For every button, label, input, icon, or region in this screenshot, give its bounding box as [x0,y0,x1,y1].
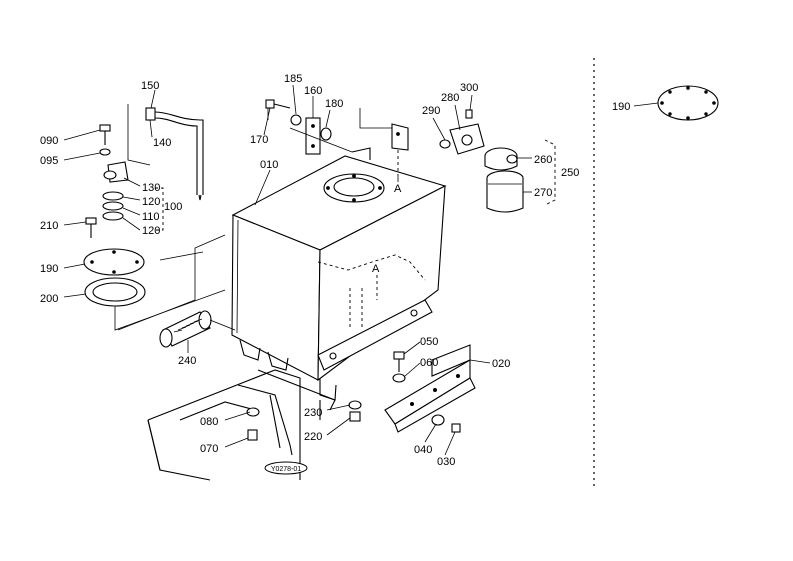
return-filter-assembly [359,108,556,213]
label-190-left: 190 [40,263,58,275]
section-mark-a-upper-text: A [394,183,402,195]
label-160: 160 [304,85,322,97]
label-270: 270 [534,187,552,199]
label-060: 060 [420,357,438,369]
label-110: 110 [142,211,160,223]
cover-190-detail [657,85,719,121]
label-240: 240 [178,355,196,367]
label-150: 150 [141,80,159,92]
label-300: 300 [460,82,478,94]
leader-lines [63,84,659,456]
drawing-code: Y0278-01 [271,466,301,473]
label-230: 230 [304,407,322,419]
label-290: 290 [422,105,440,117]
lower-hardware [246,400,362,441]
drawing-code-badge: Y0278-01 [264,461,308,475]
label-220: 220 [304,431,322,443]
label-120-lower: 120 [142,225,160,237]
hydraulic-tank [231,147,447,401]
label-080: 080 [200,416,218,428]
section-mark-a-lower-text: A [372,263,380,275]
label-140: 140 [153,137,171,149]
label-200: 200 [40,293,58,305]
callout-labels: 150 090 095 140 130 120 100 110 120 210 … [40,73,630,468]
base-frame [147,369,336,481]
label-070: 070 [200,443,218,455]
label-210: 210 [40,220,58,232]
suction-assembly [83,104,226,331]
label-100: 100 [164,201,182,213]
label-030: 030 [437,456,455,468]
label-010: 010 [260,159,278,171]
label-190-right: 190 [612,101,630,113]
label-280: 280 [441,92,459,104]
label-185: 185 [284,73,302,85]
label-040: 040 [414,444,432,456]
label-050: 050 [420,336,438,348]
label-020: 020 [492,358,510,370]
strainer-element [159,310,236,348]
label-250: 250 [561,167,579,179]
label-260: 260 [534,154,552,166]
label-180: 180 [325,98,343,110]
label-120-upper: 120 [142,196,160,208]
level-gauge-parts [265,99,353,155]
label-170: 170 [250,134,268,146]
label-130: 130 [142,182,160,194]
mounting-bracket [384,344,476,433]
label-095: 095 [40,155,58,167]
label-090: 090 [40,135,58,147]
